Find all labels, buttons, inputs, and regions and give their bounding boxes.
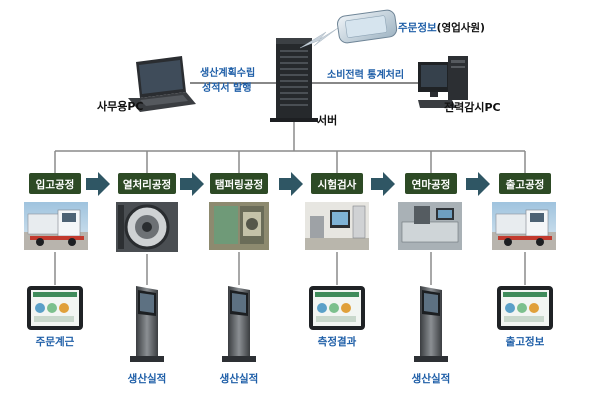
server-icon xyxy=(270,38,318,122)
stage-box: 연마공정 xyxy=(405,173,457,194)
stage-box: 열처리공정 xyxy=(118,173,176,194)
office-pc-label: 사무용PC xyxy=(97,99,144,113)
stage-label: 시험검사 xyxy=(318,178,357,191)
desktop-pc-icon xyxy=(418,56,468,108)
monitor-pc-label: 전력감시PC xyxy=(444,100,501,114)
flow-arrow-icon xyxy=(86,172,110,196)
stage-row: 입고공정 열처리공정 탬퍼링공정 시험검사 연마공정 출고공정 xyxy=(29,172,551,196)
tablet-icon xyxy=(309,286,365,330)
stage-box: 시험검사 xyxy=(311,173,363,194)
stage-box: 출고공정 xyxy=(499,173,551,194)
truck-photo xyxy=(24,202,88,250)
grinding-machine-photo xyxy=(398,202,462,250)
flow-arrow-icon xyxy=(466,172,490,196)
device-connectors xyxy=(54,252,526,285)
tempering-machine-photo xyxy=(209,202,269,250)
stage-box: 입고공정 xyxy=(29,173,81,194)
bottom-labels: 주문계근 생산실적 생산실적 측정결과 생산실적 출고정보 xyxy=(36,335,545,385)
device-label: 측정결과 xyxy=(318,335,357,348)
device-label: 주문계근 xyxy=(36,335,75,348)
server-label: 서버 xyxy=(317,113,337,127)
bottom-devices xyxy=(27,286,553,362)
stage-label: 입고공정 xyxy=(36,178,75,191)
stage-label: 출고공정 xyxy=(506,178,545,191)
right-link-label: 소비전력 통계처리 xyxy=(327,68,404,81)
device-label: 생산실적 xyxy=(220,372,259,385)
truck-photo xyxy=(492,202,556,250)
stage-box: 탬퍼링공정 xyxy=(210,173,268,194)
flow-arrow-icon xyxy=(279,172,303,196)
top-network: 사무용PC 생산계획수립 성적서 발행 서버 xyxy=(97,9,501,127)
device-label: 출고정보 xyxy=(506,335,545,348)
left-link-line1: 생산계획수립 xyxy=(200,66,255,79)
stage-label: 열처리공정 xyxy=(123,178,171,191)
kiosk-icon xyxy=(414,286,448,362)
inspection-lab-photo xyxy=(305,202,369,250)
stage-label: 탬퍼링공정 xyxy=(215,178,263,191)
kiosk-icon xyxy=(130,286,164,362)
distribution-bus xyxy=(54,122,526,173)
flow-arrow-icon xyxy=(371,172,395,196)
tablet-icon xyxy=(27,286,83,330)
device-label: 생산실적 xyxy=(128,372,167,385)
order-info-label: 주문정보(영업사원) xyxy=(398,21,485,34)
left-link-line2: 성적서 발행 xyxy=(202,81,251,94)
stage-photos xyxy=(24,202,556,252)
device-label: 생산실적 xyxy=(412,372,451,385)
stage-label: 연마공정 xyxy=(412,178,451,191)
kiosk-icon xyxy=(222,286,256,362)
furnace-photo xyxy=(116,202,178,252)
flow-arrow-icon xyxy=(180,172,204,196)
laptop-icon xyxy=(128,56,196,112)
smartphone-icon xyxy=(337,9,398,44)
tablet-icon xyxy=(497,286,553,330)
